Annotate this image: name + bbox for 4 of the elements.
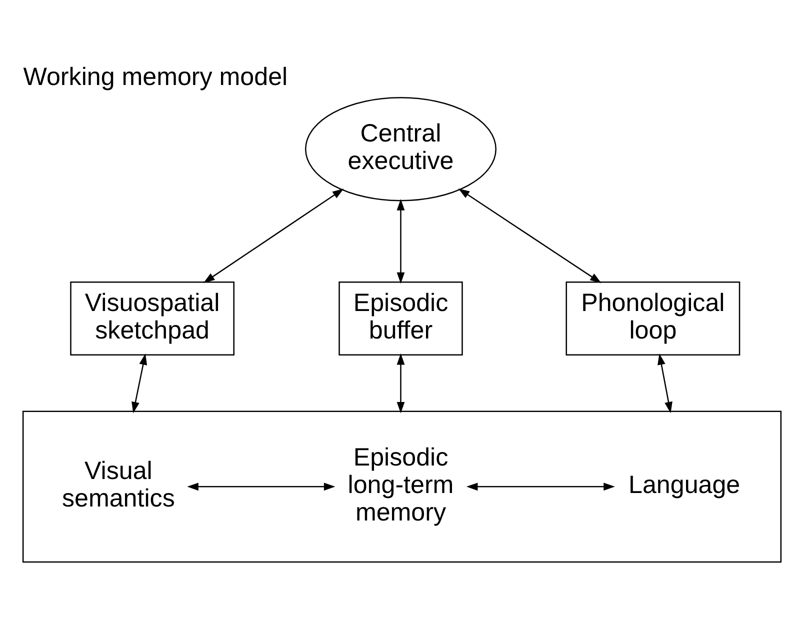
node-text: Language — [628, 470, 740, 499]
diagram-title: Working memory model — [23, 63, 288, 92]
node-text: Visual semantics — [62, 457, 175, 513]
node-text: Episodic long-term memory — [348, 443, 454, 527]
